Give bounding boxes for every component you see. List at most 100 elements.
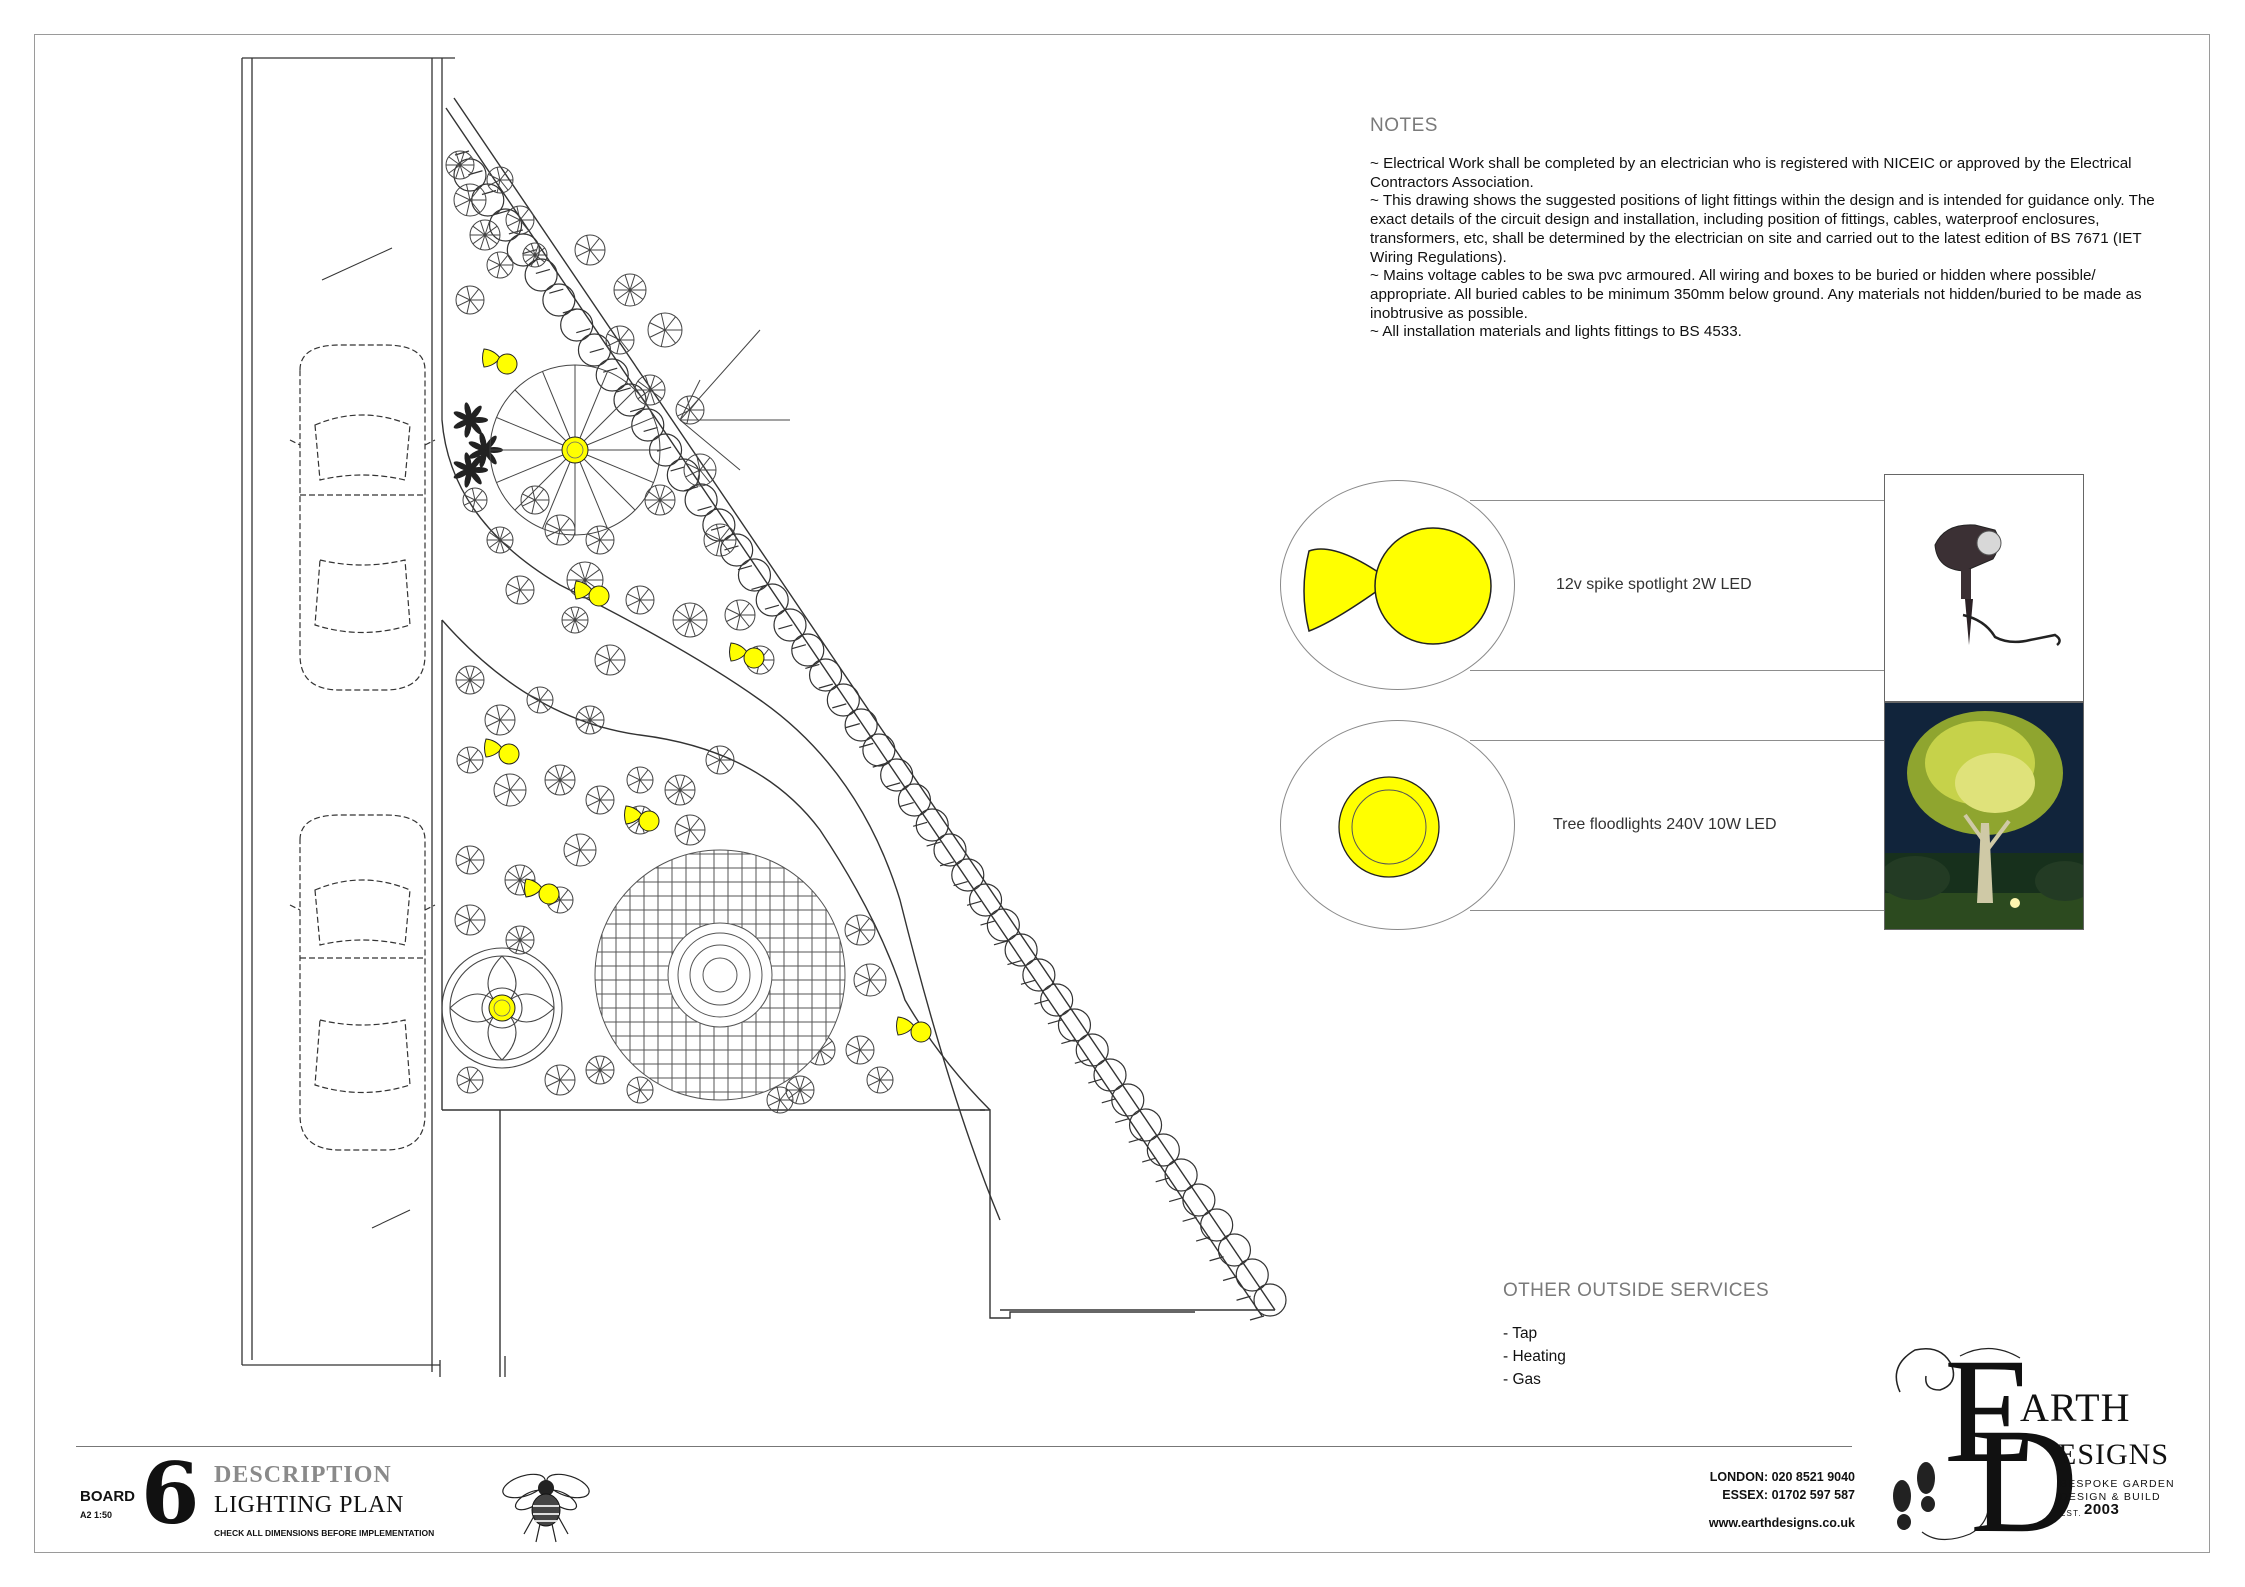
edging-joint — [993, 940, 1009, 946]
legend-floodlight-circle — [1280, 720, 1515, 930]
edging-joint — [832, 703, 847, 709]
edging-joint — [549, 288, 564, 294]
spotlight-label: 12v spike spotlight 2W LED — [1556, 576, 1752, 593]
legend-line — [1470, 910, 1884, 911]
edging-joint — [845, 723, 860, 729]
edging-joint — [508, 229, 524, 235]
plant-symbol — [445, 150, 475, 180]
plant-symbol — [647, 312, 683, 348]
edging-brick — [542, 283, 576, 317]
edging-brick — [1253, 1283, 1287, 1317]
plant-symbol — [853, 963, 887, 997]
edging-brick — [1075, 1033, 1109, 1067]
edging-joint — [1128, 1137, 1143, 1143]
website-link[interactable]: www.earthdesigns.co.uk — [1708, 1516, 1855, 1530]
edging-brick — [844, 708, 878, 742]
garden-boundary — [441, 97, 1276, 1377]
spotlight-icon — [482, 348, 518, 375]
plant-symbol — [505, 205, 535, 235]
edging-joint — [1236, 1295, 1251, 1301]
edging-joint — [1222, 1275, 1238, 1282]
edging-brick — [791, 633, 825, 667]
plant-symbol — [455, 665, 485, 695]
edging-brick — [684, 483, 718, 517]
services-list: - Tap - Heating - Gas — [1503, 1322, 1769, 1391]
logo-tagline-2: DESIGN & BUILD — [2060, 1491, 2161, 1503]
contact-numbers: LONDON: 020 8521 9040 ESSEX: 01702 597 5… — [1640, 1468, 1855, 1504]
edging-joint — [737, 565, 753, 571]
parked-car-2 — [289, 814, 436, 1151]
plant-symbol — [672, 602, 708, 638]
edging-joint — [697, 505, 712, 512]
edging-joint — [1155, 1177, 1170, 1183]
other-services: OTHER OUTSIDE SERVICES - Tap - Heating -… — [1503, 1280, 1769, 1391]
logo-word-esigns: ESIGNS — [2058, 1438, 2170, 1471]
edging-brick — [488, 208, 523, 242]
driveway — [241, 57, 506, 1377]
edging-joint — [710, 525, 726, 531]
logo-est-year: 2003 — [2084, 1501, 2120, 1518]
services-heading: OTHER OUTSIDE SERVICES — [1503, 1280, 1770, 1301]
edging-joint — [589, 347, 604, 354]
edging-joint — [778, 624, 793, 630]
edging-brick — [737, 558, 772, 592]
plant-symbol — [613, 273, 647, 307]
sheet-border — [34, 34, 2210, 1553]
edging-joint — [980, 920, 995, 926]
plant-symbol — [575, 705, 605, 735]
edging-brick — [1093, 1058, 1127, 1092]
edging-joint — [1074, 1058, 1089, 1064]
spotlight-icon — [1303, 527, 1492, 645]
check-dimensions-note: CHECK ALL DIMENSIONS BEFORE IMPLEMENTATI… — [214, 1528, 435, 1538]
edging-brick — [613, 383, 647, 417]
edging-joint — [616, 387, 631, 393]
edging-joint — [912, 821, 928, 827]
edging-joint — [576, 328, 591, 334]
edging-joint — [1249, 1315, 1265, 1321]
legend-spotlight-circle — [1280, 480, 1515, 690]
edging-joint — [1047, 1019, 1063, 1025]
spotlight-product-photo — [1884, 474, 2084, 702]
tree-canopy — [489, 329, 790, 536]
edging-joint — [535, 268, 551, 275]
edging-joint — [683, 486, 699, 492]
plant-symbol — [526, 686, 554, 714]
plant-symbol — [544, 514, 576, 546]
plant-symbol — [456, 746, 484, 774]
legend-line — [1470, 500, 1884, 501]
plant-symbol — [563, 833, 597, 867]
notes-heading: NOTES — [1370, 115, 1438, 136]
plant-symbol — [493, 773, 527, 807]
description-value: LIGHTING PLAN — [214, 1492, 404, 1518]
edging-brick — [933, 833, 967, 867]
planting-scheme — [445, 150, 894, 1114]
floodlight-label: Tree floodlights 240V 10W LED — [1553, 816, 1777, 833]
edging-joint — [1088, 1078, 1103, 1084]
edging-joint — [1034, 999, 1049, 1005]
bee-icon — [502, 1473, 590, 1543]
plant-symbol — [486, 166, 514, 194]
edging-joint — [805, 663, 820, 669]
edging-brick — [1057, 1008, 1092, 1042]
edging-joint — [643, 426, 658, 433]
plant-symbol — [462, 487, 488, 513]
edging-brick — [631, 408, 665, 442]
plant-symbol — [585, 1055, 615, 1085]
edging-joint — [603, 367, 618, 373]
plant-symbol — [785, 1075, 815, 1105]
scale-label: A2 1:50 — [80, 1510, 113, 1520]
edging-brick — [986, 908, 1020, 942]
brick-edging — [453, 150, 1287, 1321]
board-label: BOARD — [80, 1488, 135, 1505]
plant-symbol — [484, 704, 516, 736]
edging-joint — [886, 782, 901, 788]
edging-joint — [495, 209, 510, 215]
edging-brick — [1200, 1208, 1234, 1242]
plant-symbol — [724, 599, 756, 631]
edging-brick — [720, 533, 754, 567]
plant-symbol — [845, 1035, 875, 1065]
edging-joint — [751, 584, 766, 590]
title-block-rule — [76, 1446, 1852, 1447]
board-number: 6 — [141, 1444, 200, 1543]
